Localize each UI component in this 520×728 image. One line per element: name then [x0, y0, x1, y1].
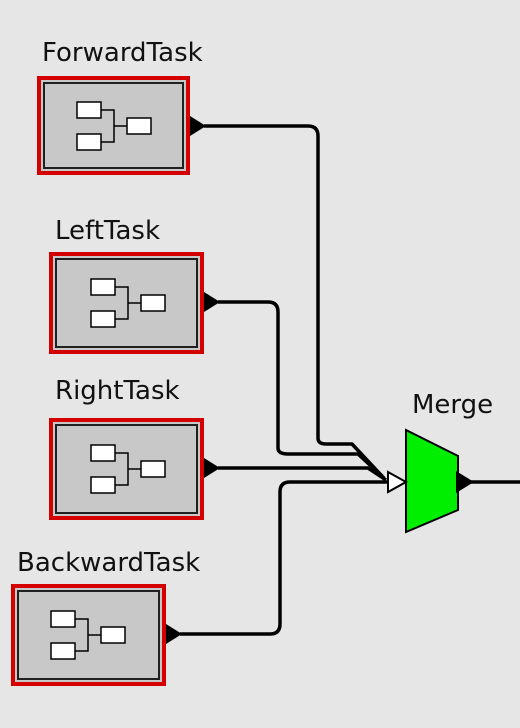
wire-backward-to-merge [180, 480, 388, 636]
forward-task-box[interactable] [37, 76, 190, 175]
block-diagram-icon [50, 610, 126, 660]
block-diagram-icon [76, 101, 152, 151]
wire-left-to-merge [218, 300, 386, 480]
forward-task-label: ForwardTask [42, 38, 203, 68]
left-task-label: LeftTask [55, 216, 161, 246]
right-task-label: RightTask [55, 376, 180, 406]
left-output-port[interactable] [204, 292, 220, 312]
right-output-port[interactable] [204, 458, 220, 478]
block-diagram-icon [90, 278, 166, 328]
forward-output-port[interactable] [190, 116, 206, 136]
wire-right-to-merge [218, 466, 387, 482]
right-task-box[interactable] [49, 418, 204, 520]
merge-input-port[interactable] [387, 470, 409, 494]
backward-output-port[interactable] [166, 624, 182, 644]
block-diagram-icon [90, 444, 166, 494]
backward-task-label: BackwardTask [17, 548, 201, 578]
wire-forward-to-merge [204, 124, 384, 478]
backward-task-box[interactable] [11, 584, 166, 686]
merge-output-port[interactable] [456, 471, 474, 493]
merge-trapezoid-icon[interactable] [405, 428, 459, 534]
left-task-box[interactable] [49, 252, 204, 354]
merge-label: Merge [412, 390, 494, 420]
